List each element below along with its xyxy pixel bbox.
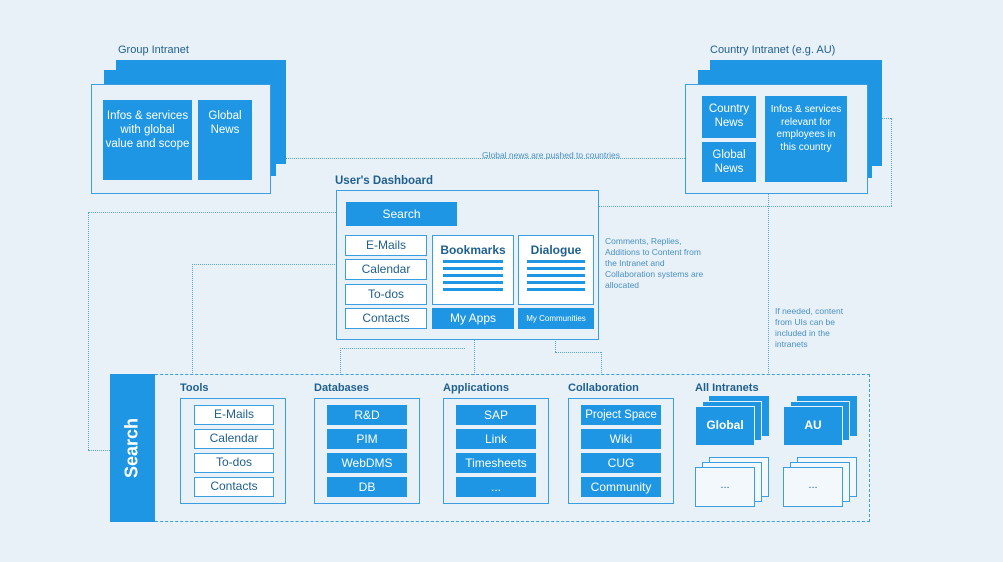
connector [891,118,892,206]
line-icon [527,288,585,291]
country-infos-box: Infos & services relevant for employees … [765,96,847,182]
applications-item-link[interactable]: Link [456,429,536,449]
country-global-news-box: Global News [702,142,756,182]
databases-item-pim[interactable]: PIM [327,429,407,449]
applications-item-more[interactable]: ... [456,477,536,497]
dashboard-item-emails[interactable]: E-Mails [345,235,427,256]
line-icon [527,267,585,270]
databases-title: Databases [314,382,370,394]
more-intranet-card[interactable]: ... [695,467,755,507]
dialogue-title: Dialogue [530,243,582,257]
tools-item-calendar[interactable]: Calendar [194,429,274,449]
connector [192,264,193,375]
connector [270,158,685,159]
connector [474,206,892,207]
bookmarks-title: Bookmarks [440,243,506,257]
global-push-note: Global news are pushed to countries [482,150,620,160]
databases-item-webdms[interactable]: WebDMS [327,453,407,473]
line-icon [443,288,503,291]
line-icon [527,260,585,263]
line-icon [443,260,503,263]
tools-item-todos[interactable]: To-dos [194,453,274,473]
connector [88,450,112,451]
connector [768,185,769,375]
collaboration-item-project-space[interactable]: Project Space [581,405,661,425]
connector [88,212,89,450]
connector [88,212,336,213]
global-intranet-card[interactable]: Global [695,406,755,446]
collaboration-item-wiki[interactable]: Wiki [581,429,661,449]
comments-note: Comments, Replies, Additions to Content … [605,236,704,290]
bookmarks-widget[interactable]: Bookmarks [432,235,514,305]
group-infos-box: Infos & services with global value and s… [103,100,192,180]
dialogue-widget[interactable]: Dialogue [518,235,594,305]
more-intranet-card[interactable]: ... [783,467,843,507]
tools-title: Tools [180,382,209,394]
connector [601,352,602,375]
applications-item-timesheets[interactable]: Timesheets [456,453,536,473]
au-intranet-card[interactable]: AU [783,406,843,446]
my-apps-button[interactable]: My Apps [432,308,514,329]
country-news-box: Country News [702,96,756,138]
country-intranet-title: Country Intranet (e.g. AU) [710,44,836,56]
collaboration-item-community[interactable]: Community [581,477,661,497]
line-icon [443,267,503,270]
collaboration-title: Collaboration [568,382,639,394]
tools-item-contacts[interactable]: Contacts [194,477,274,497]
group-intranet-title: Group Intranet [118,44,189,56]
tools-item-emails[interactable]: E-Mails [194,405,274,425]
dashboard-title: User's Dashboard [335,175,433,187]
search-sidebar[interactable] [110,374,155,522]
connector [555,330,556,352]
line-icon [527,274,585,277]
applications-title: Applications [443,382,510,394]
line-icon [527,281,585,284]
databases-item-db[interactable]: DB [327,477,407,497]
dashboard-item-contacts[interactable]: Contacts [345,308,427,329]
line-icon [443,281,503,284]
all-intranets-title: All Intranets [695,382,759,394]
line-icon [443,274,503,277]
dashboard-item-todos[interactable]: To-dos [345,284,427,305]
connector [340,348,341,375]
group-news-box: Global News [198,100,252,180]
dashboard-item-calendar[interactable]: Calendar [345,259,427,280]
if-needed-note: If needed, content from UIs can be inclu… [775,306,844,349]
connector [192,264,337,265]
applications-item-sap[interactable]: SAP [456,405,536,425]
search-sidebar-label: Search [121,417,142,479]
connector [555,352,601,353]
collaboration-item-cug[interactable]: CUG [581,453,661,473]
my-communities-button[interactable]: My Communities [518,308,594,329]
connector [474,330,475,375]
dashboard-search-bar[interactable]: Search [346,202,457,226]
databases-item-rnd[interactable]: R&D [327,405,407,425]
connector [340,348,465,349]
